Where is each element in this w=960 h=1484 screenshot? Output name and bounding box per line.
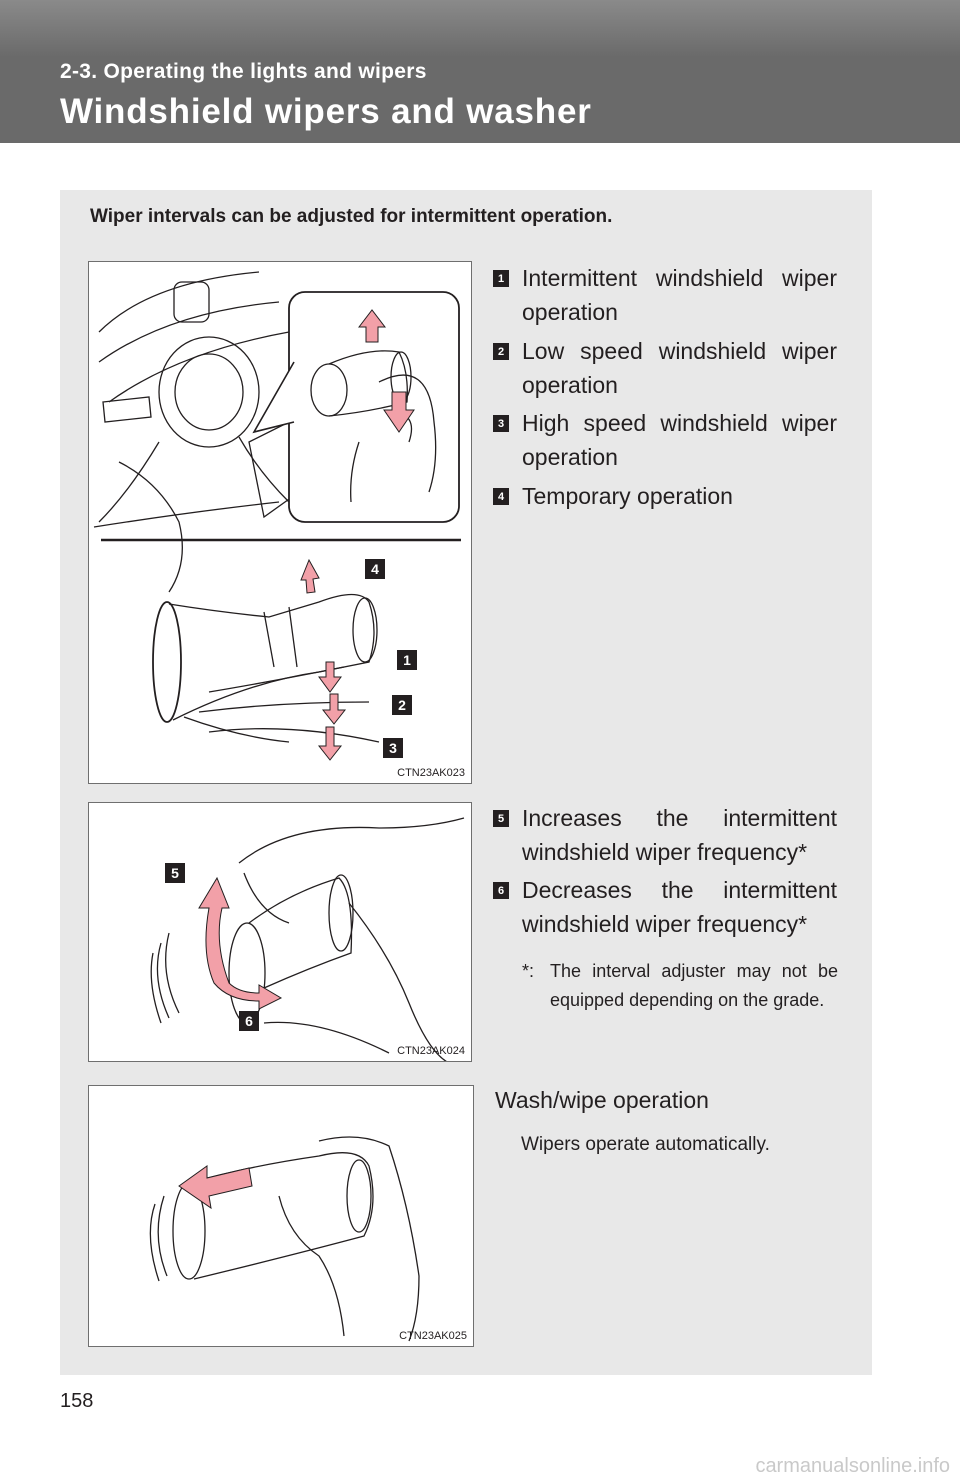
item-3: 3 High speed windshield wiper operation: [493, 406, 837, 474]
item-number-badge: 3: [493, 415, 509, 432]
callout-6: 6: [239, 1011, 259, 1031]
wash-description: Wipers operate automatically.: [521, 1134, 770, 1155]
intro-text: Wiper intervals can be adjusted for inte…: [90, 206, 613, 227]
section-label: 2-3. Operating the lights and wipers: [60, 60, 427, 83]
footnote: *: The interval adjuster may not be equi…: [522, 957, 838, 1015]
item-number-badge: 6: [493, 882, 509, 899]
watermark: carmanualsonline.info: [755, 1455, 950, 1477]
interval-adjuster-illustration: [150, 817, 465, 1061]
item-text: Low speed windshield wiper operation: [522, 338, 837, 398]
item-1: 1 Intermittent windshield wiper operatio…: [493, 261, 837, 329]
figure-wash-wipe: CTN23AK025: [88, 1085, 474, 1347]
figure-code: CTN23AK024: [397, 1045, 465, 1057]
item-text: Decreases the intermittent windshield wi…: [522, 877, 837, 937]
callout-4: 4: [365, 559, 385, 579]
figure-wiper-modes: 4 1 2 3 CTN23AK023: [88, 261, 472, 784]
callout-5: 5: [165, 863, 185, 883]
item-4: 4 Temporary operation: [493, 479, 837, 513]
item-number-badge: 4: [493, 488, 509, 505]
page-number: 158: [60, 1390, 94, 1412]
item-number-badge: 5: [493, 810, 509, 827]
item-text: Increases the intermittent windshield wi…: [522, 805, 837, 865]
wiper-lever-illustration: [93, 271, 461, 761]
item-number-badge: 1: [493, 270, 509, 287]
callout-1: 1: [397, 650, 417, 670]
item-2: 2 Low speed windshield wiper operation: [493, 334, 837, 402]
item-text: Temporary operation: [522, 483, 733, 509]
figure-code: CTN23AK025: [399, 1330, 467, 1342]
item-text: Intermittent windshield wiper operation: [522, 265, 837, 325]
wash-title: Wash/wipe operation: [495, 1087, 709, 1113]
footnote-mark: *:: [522, 961, 535, 981]
callout-3: 3: [383, 738, 403, 758]
wash-wipe-illustration: [149, 1136, 420, 1342]
item-5: 5 Increases the intermittent windshield …: [493, 801, 837, 869]
figure-code: CTN23AK023: [397, 767, 465, 779]
footnote-text: The interval adjuster may not be equippe…: [550, 961, 838, 1010]
callout-2: 2: [392, 695, 412, 715]
figure-interval-adjust: 5 6 CTN23AK024: [88, 802, 472, 1062]
item-6: 6 Decreases the intermittent windshield …: [493, 873, 837, 941]
item-text: High speed windshield wiper operation: [522, 410, 837, 470]
item-number-badge: 2: [493, 343, 509, 360]
page-header: 2-3. Operating the lights and wipers Win…: [0, 0, 960, 143]
page-title: Windshield wipers and washer: [60, 92, 592, 131]
